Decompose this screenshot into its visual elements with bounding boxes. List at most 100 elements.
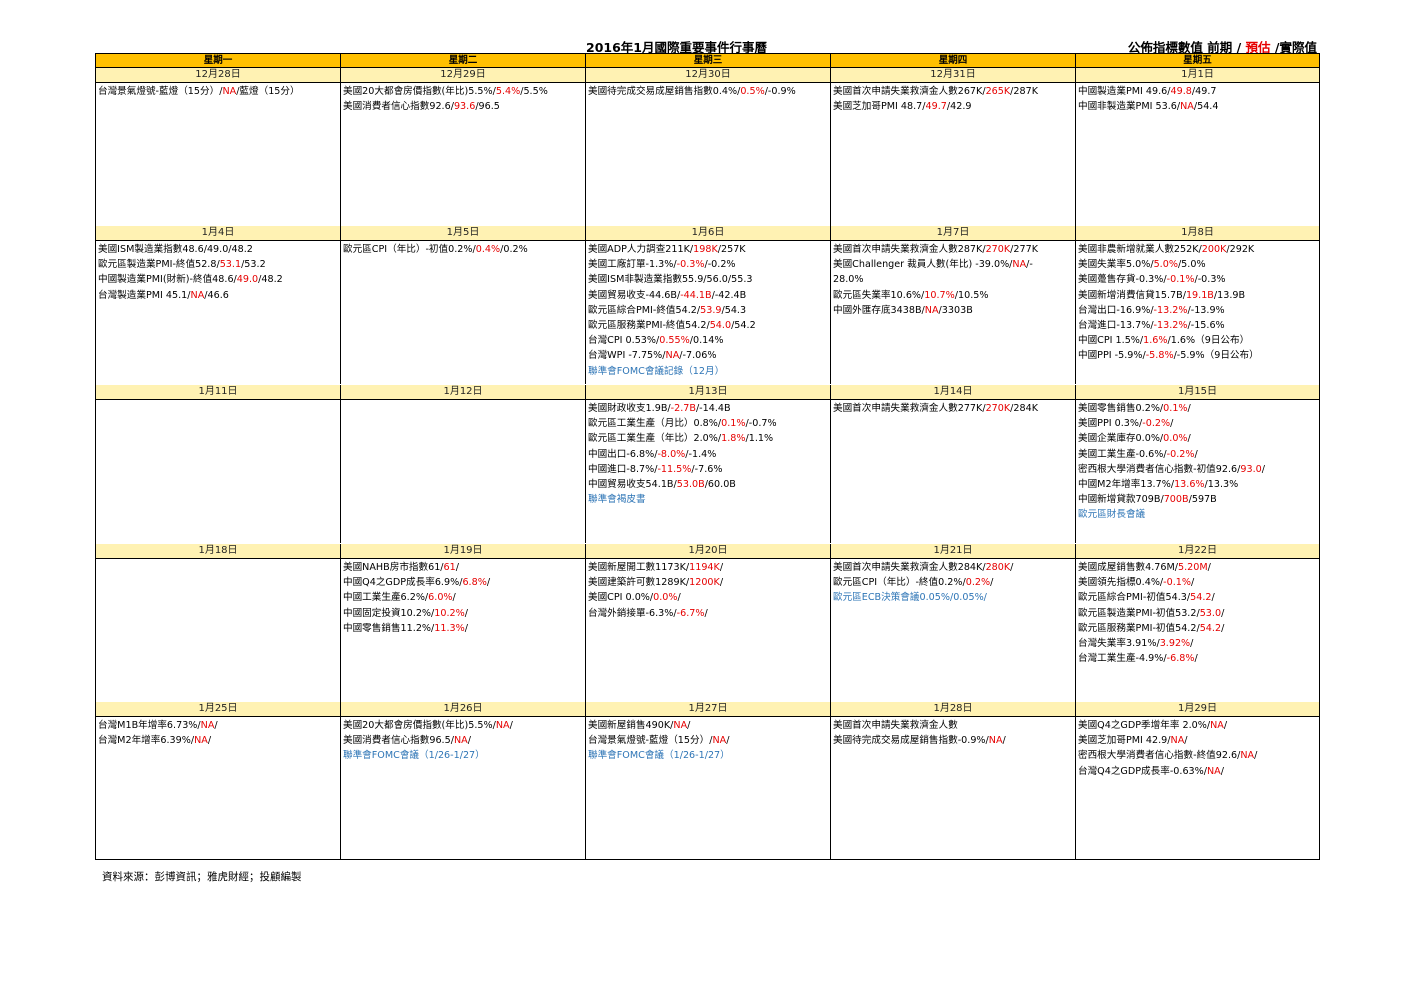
indicator-text: 美國Challenger 裁員人數(年比) -39.0%/ [833, 259, 1013, 271]
indicator-line: 中國進口-8.7%/-11.5%/-7.6% [588, 462, 828, 477]
indicator-text: / [486, 577, 491, 589]
indicator-text: /-1.4% [685, 448, 717, 460]
forecast-value: NA [453, 735, 468, 747]
forecast-value: -6.7% [676, 607, 705, 619]
indicator-text: / [1221, 607, 1225, 619]
indicator-text: 美國PPI 0.3%/ [1078, 418, 1143, 430]
forecast-value: 6.0% [428, 592, 453, 604]
indicator-line: 台灣WPI -7.75%/NA/-7.06% [588, 348, 828, 363]
indicator-text: /-42.4B [711, 289, 747, 301]
day-cell-wed: 美國待完成交易成屋銷售指數0.4%/0.5%/-0.9% [586, 83, 831, 226]
day-cell-mon [96, 559, 341, 702]
indicator-text: 美國領先指標0.4%/ [1078, 577, 1164, 589]
indicator-text: / [1194, 448, 1198, 460]
forecast-value: NA [222, 86, 237, 97]
indicator-line: 歐元區綜合PMI-終值54.2/53.9/54.3 [588, 303, 828, 318]
date-label-tue: 1月26日 [341, 702, 586, 717]
indicator-line: 歐元區綜合PMI-初值54.3/54.2/ [1078, 590, 1317, 605]
indicator-text: 台灣景氣燈號-藍燈（15分）/ [588, 735, 713, 747]
indicator-text: /46.6 [204, 289, 229, 301]
day-cell-thu: 美國首次申請失業救濟金人數284K/280K/歐元區CPI（年比）-終值0.2%… [831, 559, 1076, 702]
event-line: 聯準會FOMC會議記錄（12月） [588, 364, 828, 379]
indicator-text: 美國Q4之GDP季增年率 2.0%/ [1078, 720, 1211, 731]
forecast-value: 0.55% [659, 335, 690, 347]
forecast-value: 0.4% [475, 244, 501, 255]
indicator-line: 美國ISM非製造業指數55.9/56.0/55.3 [588, 272, 828, 287]
day-cell-thu: 美國首次申請失業救濟金人數287K/270K/277K 美國Challenger … [831, 241, 1076, 384]
forecast-value: 700B [1163, 494, 1189, 506]
indicator-text: / [509, 720, 513, 731]
indicator-text: 美國ADP人力調查211K/ [588, 244, 694, 255]
forecast-value: 54.2 [1199, 622, 1222, 634]
indicator-text: 台灣CPI 0.53%/ [588, 335, 660, 347]
date-label-wed: 1月13日 [586, 385, 831, 400]
indicator-text: 歐元區製造業PMI-初值53.2/ [1078, 607, 1200, 619]
indicator-text: 美國首次申請失業救濟金人數277K/ [833, 403, 986, 414]
forecast-value: -11.5% [657, 463, 692, 475]
indicator-text: /277K [1010, 244, 1039, 255]
event-text: 歐元區財長會議 [1078, 509, 1146, 521]
indicator-line: 美國首次申請失業救濟金人數 [833, 718, 1073, 733]
forecast-value: NA [1240, 750, 1255, 762]
indicator-text: 美國NAHB房市指數61/ [343, 562, 444, 573]
date-label-mon: 1月18日 [96, 544, 341, 559]
indicator-text: / [719, 562, 724, 573]
indicator-text: 美國首次申請失業救濟金人數284K/ [833, 562, 986, 573]
indicator-text: 台灣製造業PMI 45.1/ [98, 289, 191, 301]
indicator-line: 美國成屋銷售數4.76M/5.20M/ [1078, 560, 1317, 575]
indicator-line: 美國待完成交易成屋銷售指數0.4%/0.5%/-0.9% [588, 84, 828, 99]
day-cell-wed: 美國新屋開工數1173K/1194K/美國建築許可數1289K/1200K/美國… [586, 559, 831, 702]
date-label-wed: 1月20日 [586, 544, 831, 559]
legend-prefix: 公佈指標數值 前期 / [1127, 40, 1246, 55]
indicator-line: 台灣出口-16.9%/-13.2%/-13.9% [1078, 303, 1317, 318]
forecast-value: 265K [985, 86, 1011, 97]
day-cell-fri: 美國成屋銷售數4.76M/5.20M/美國領先指標0.4%/-0.1%/歐元區綜… [1076, 559, 1319, 702]
day-cell-tue: 美國NAHB房市指數61/61/中國Q4之GDP成長率6.9%/6.8%/中國工… [341, 559, 586, 702]
date-label-thu: 12月31日 [831, 68, 1076, 83]
weekday-header-tue: 星期二 [341, 54, 586, 68]
indicator-text: 美國財政收支1.9B/ [588, 403, 671, 414]
forecast-value: 5.20M [1178, 562, 1208, 573]
day-cell-fri: 美國Q4之GDP季增年率 2.0%/NA/美國芝加哥PMI 42.9/NA/密西… [1076, 717, 1319, 860]
indicator-text: /3303B [938, 304, 973, 316]
indicator-text: 台灣M2年增率6.39%/ [98, 735, 195, 747]
indicator-text: /13.9B [1213, 289, 1246, 301]
indicator-text: /5.0% [1177, 259, 1206, 271]
forecast-value: 11.3% [434, 622, 465, 634]
indicator-text: 美國失業率5.0%/ [1078, 259, 1154, 271]
indicator-text: / [1194, 653, 1198, 665]
forecast-value: 5.4% [495, 86, 521, 97]
forecast-value: 0.2% [965, 577, 991, 589]
date-label-mon: 1月25日 [96, 702, 341, 717]
indicator-text: 中國外匯存底3438B/ [833, 304, 925, 316]
indicator-line: 中國外匯存底3438B/NA/3303B [833, 303, 1073, 318]
indicator-text: /1.6%（9日公布） [1167, 335, 1250, 347]
indicator-text: 美國ISM非製造業指數55.9/56.0/55.3 [588, 274, 753, 286]
indicator-line: 中國CPI 1.5%/1.6%/1.6%（9日公布） [1078, 333, 1317, 348]
indicator-line: 美國首次申請失業救濟金人數267K/265K/287K [833, 84, 1073, 99]
date-label-mon: 1月11日 [96, 385, 341, 400]
indicator-text: / [1221, 622, 1225, 634]
indicator-text: /54.2 [731, 320, 756, 332]
forecast-value: 93.0 [1240, 463, 1262, 475]
indicator-text: 美國工廠訂單-1.3%/ [588, 259, 677, 271]
indicator-text: /49.7 [1191, 86, 1217, 97]
indicator-line: 美國新屋開工數1173K/1194K/ [588, 560, 828, 575]
indicator-text: /42.9 [946, 101, 972, 113]
indicator-text: / [1170, 418, 1174, 430]
indicator-text: 美國ISM製造業指數48.6/49.0/48.2 [98, 244, 253, 255]
forecast-value: 0.0% [1163, 433, 1188, 445]
indicator-text: 美國建築許可數1289K/ [588, 577, 690, 589]
day-cell-mon [96, 400, 341, 543]
indicator-text: 密西根大學消費者信心指數-初值92.6/ [1078, 463, 1241, 475]
indicator-line: 台灣進口-13.7%/-13.2%/-15.6% [1078, 318, 1317, 333]
indicator-text: 中國PPI -5.9%/ [1078, 350, 1146, 362]
indicator-text: / [452, 592, 456, 604]
indicator-text: 歐元區CPI（年比）-初值0.2%/ [343, 244, 476, 255]
indicator-text: /54.3 [721, 304, 747, 316]
indicator-line: 美國首次申請失業救濟金人數287K/270K/277K [833, 242, 1073, 257]
forecast-value: NA [712, 735, 727, 747]
indicator-text: 歐元區綜合PMI-終值54.2/ [588, 304, 701, 316]
indicator-text: 台灣失業率3.91%/ [1078, 638, 1160, 650]
